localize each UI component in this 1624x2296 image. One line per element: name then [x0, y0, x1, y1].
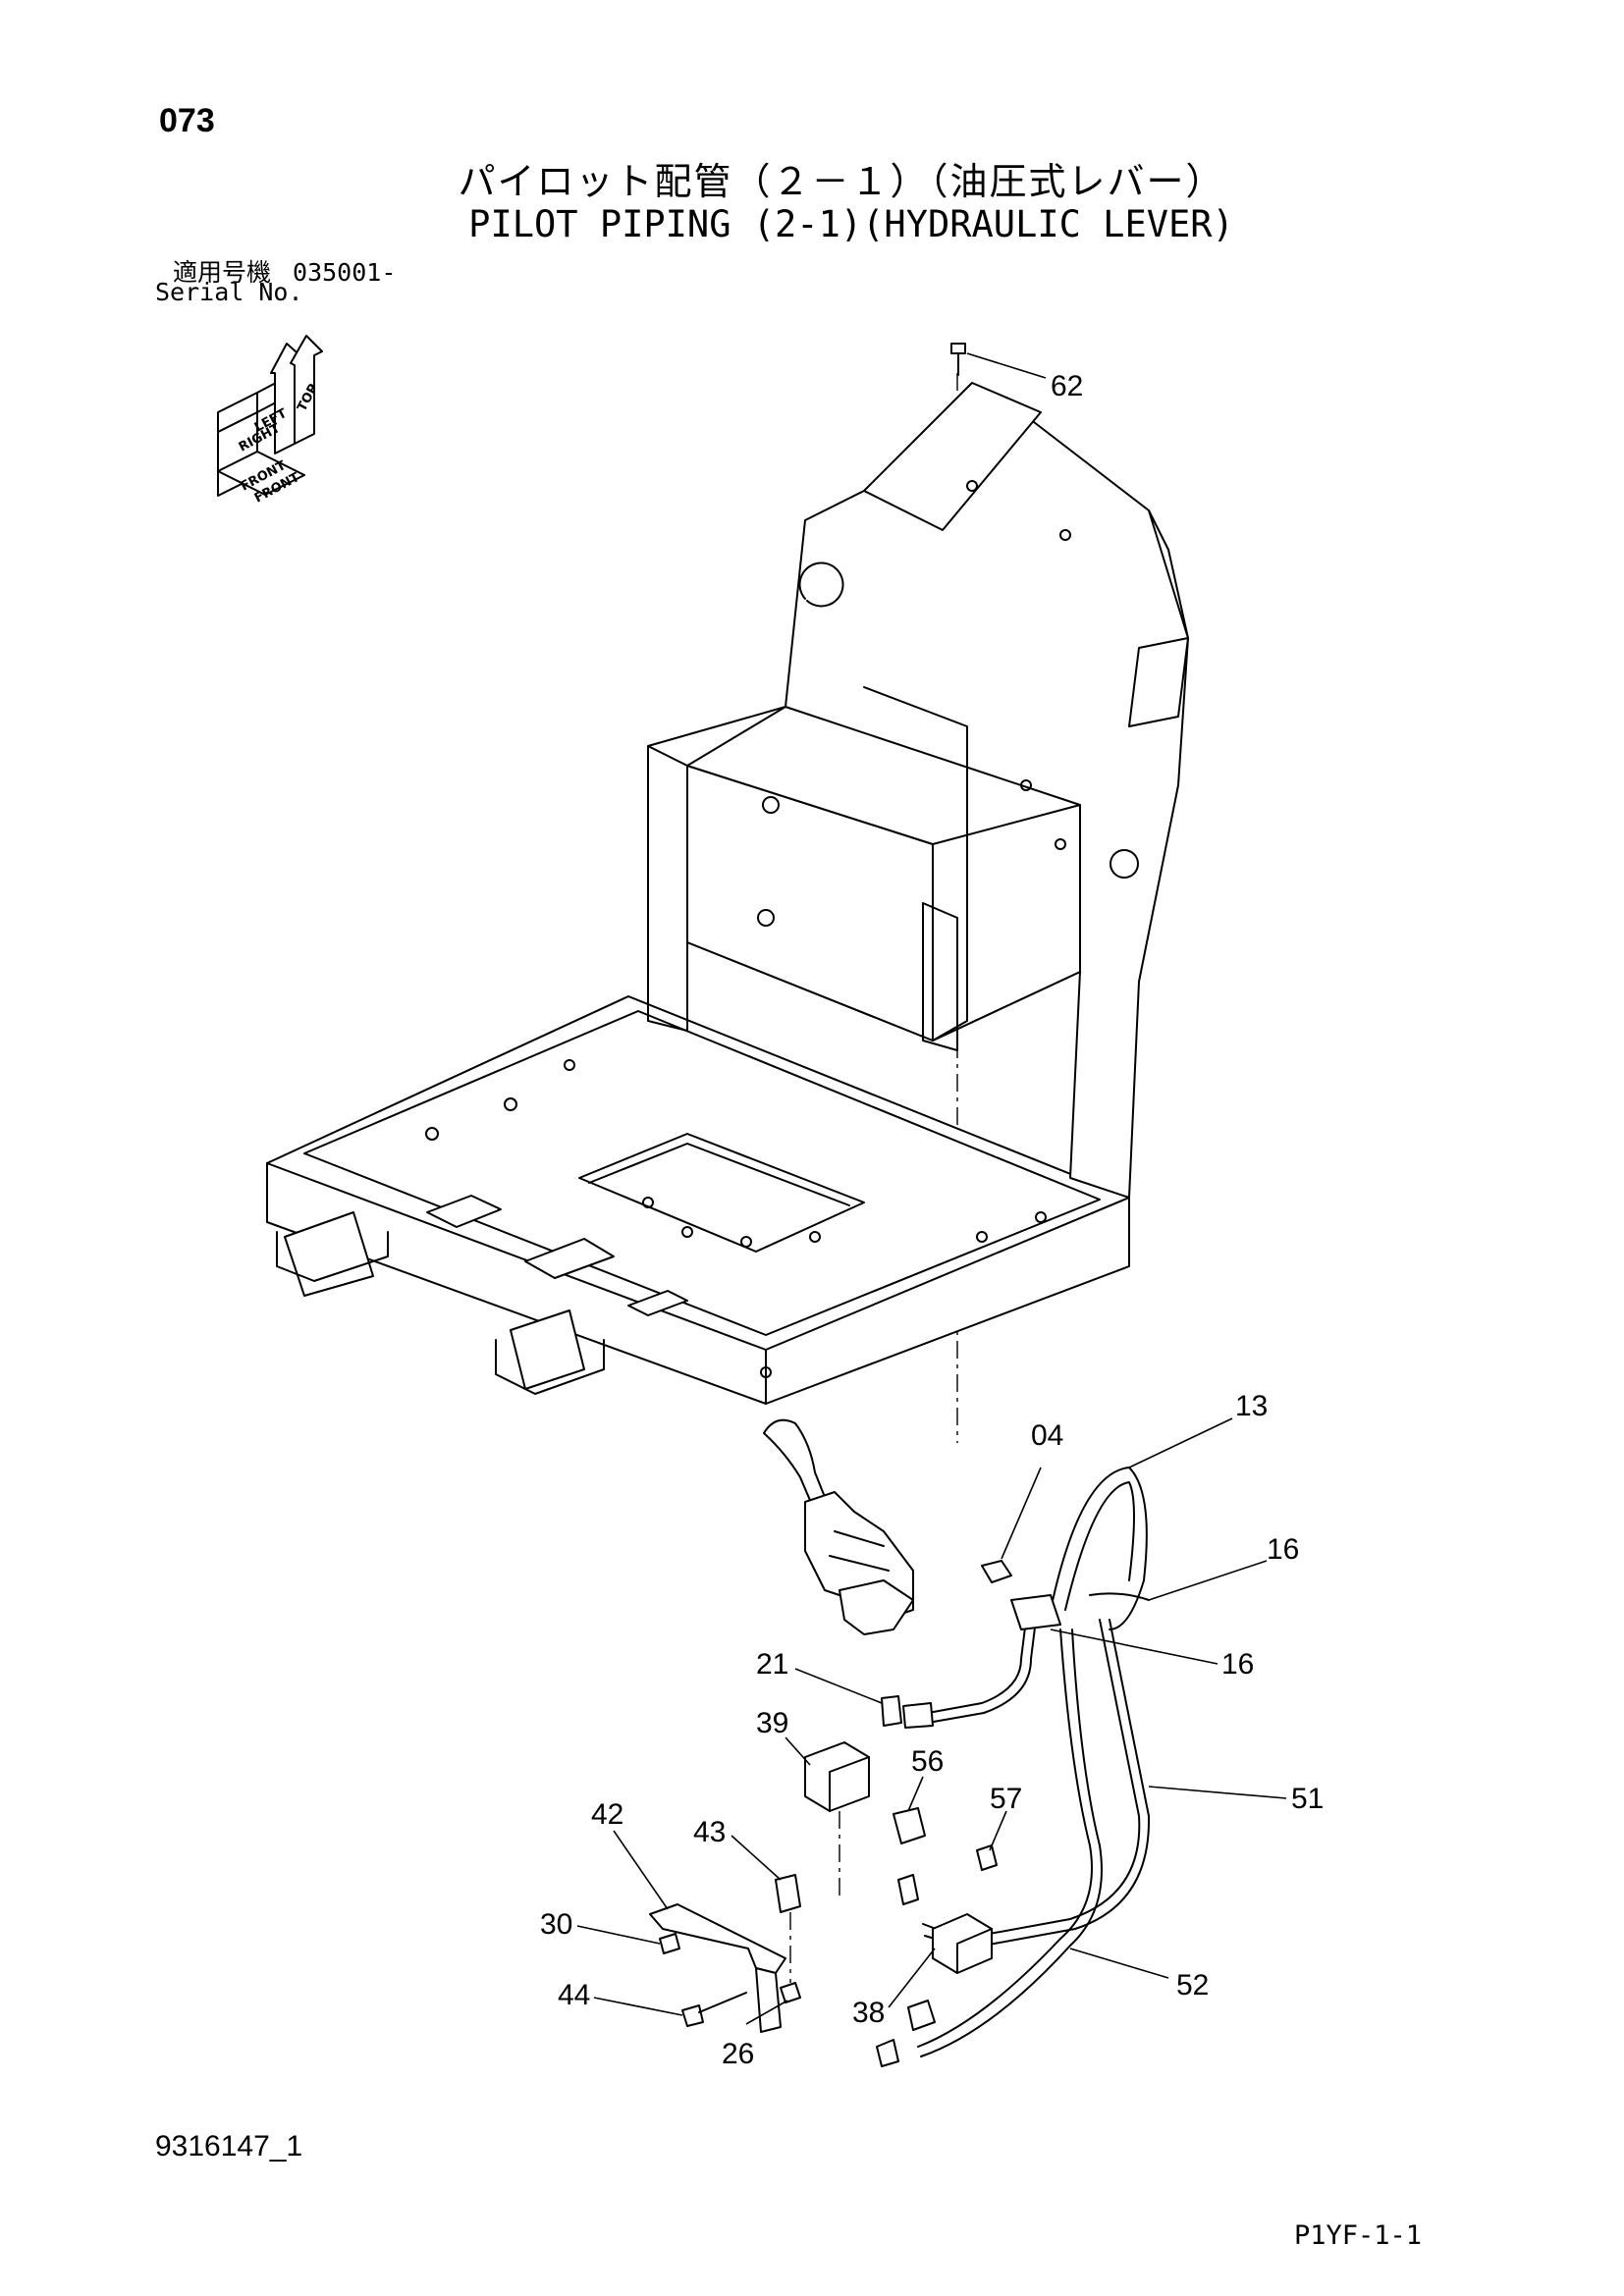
- elbow-04: [981, 1560, 1012, 1583]
- serial-row: 適用号機 035001-: [173, 253, 396, 289]
- callout-51: 51: [1291, 1783, 1324, 1815]
- pin-43: [775, 1874, 801, 1913]
- floor-frame: [266, 995, 1130, 1405]
- callout-26: 26: [722, 2038, 754, 2070]
- callout-30: 30: [540, 1908, 572, 1941]
- orientation-symbol: LEFT TOP RIGHT FRONT FRONT: [217, 335, 323, 507]
- joystick-lever: [763, 1418, 914, 1635]
- callout-38: 38: [852, 1997, 885, 2029]
- nut-26: [780, 1982, 801, 2003]
- callout-57: 57: [990, 1783, 1022, 1815]
- elbow-21: [881, 1695, 902, 1727]
- hose-13: [1050, 1467, 1148, 1630]
- hose-52: [917, 1629, 1103, 2057]
- serial-label-en: Serial No.: [155, 278, 303, 306]
- serial-label-jp: 適用号機: [173, 258, 272, 287]
- callout-16-lower: 16: [1221, 1648, 1254, 1681]
- pilot-tube: [902, 1619, 1037, 1729]
- document-number: 9316147_1: [155, 2130, 303, 2163]
- callout-56: 56: [911, 1745, 944, 1778]
- bracket-42: [649, 1903, 786, 2033]
- clamp-16: [1010, 1592, 1150, 1630]
- serial-value: 035001-: [293, 258, 397, 287]
- figure-code: P1YF-1-1: [1294, 2220, 1423, 2251]
- bolt-30: [659, 1933, 680, 1954]
- callout-62: 62: [1051, 370, 1083, 402]
- bolt-62: [950, 343, 966, 376]
- callout-04: 04: [1031, 1419, 1063, 1452]
- fitting-lower: [876, 1874, 936, 2067]
- callout-43: 43: [693, 1816, 726, 1848]
- callout-13: 13: [1235, 1390, 1268, 1422]
- block-39: [804, 1741, 870, 1812]
- tee-56: [893, 1807, 926, 1844]
- callout-16-upper: 16: [1267, 1533, 1299, 1566]
- hose-51: [922, 1619, 1151, 1949]
- callout-39: 39: [756, 1707, 788, 1739]
- title-japanese: パイロット配管（２－１）（油圧式レバー）: [458, 160, 1225, 203]
- seat-stand: [647, 382, 1189, 1199]
- page-number: 073: [159, 102, 215, 139]
- callout-44: 44: [558, 1979, 590, 2011]
- callout-42: 42: [591, 1798, 623, 1831]
- title-english: PILOT PIPING (2-1)(HYDRAULIC LEVER): [468, 203, 1234, 245]
- plug-57: [976, 1844, 998, 1871]
- leader-lines: [576, 352, 1287, 2025]
- callout-52: 52: [1176, 1969, 1209, 2002]
- callout-21: 21: [756, 1648, 788, 1681]
- block-38: [932, 1913, 993, 1974]
- bolt-44: [681, 1992, 747, 2027]
